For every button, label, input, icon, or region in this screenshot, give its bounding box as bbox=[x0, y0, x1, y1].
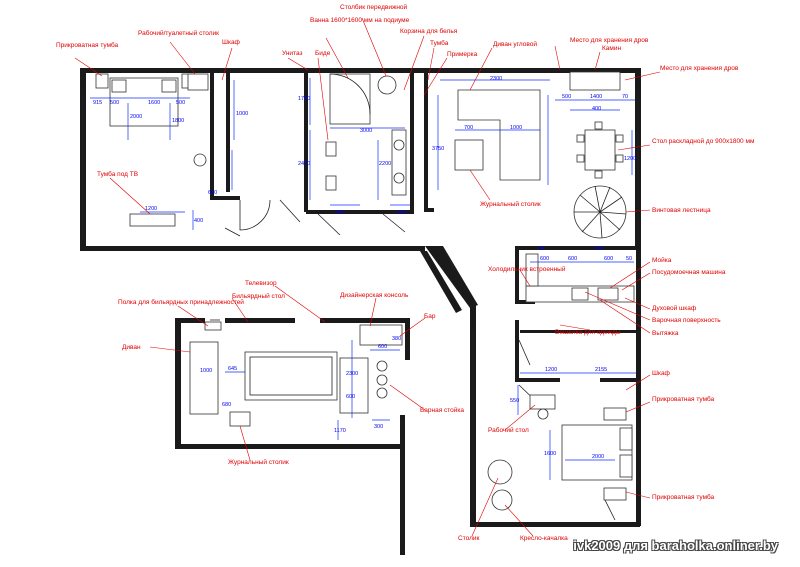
dim-50: 50 bbox=[538, 246, 544, 252]
dim-1200c: 1200 bbox=[545, 367, 557, 373]
label-holodilnik: Холодильник встроенный bbox=[488, 265, 566, 273]
label-prikrovatnaya-tumba-3: Прикроватная тумба bbox=[652, 493, 715, 501]
dim-1000c: 1000 bbox=[200, 368, 212, 374]
label-vytyazhka: Вытяжка bbox=[652, 330, 679, 337]
dim-1000: 1000 bbox=[236, 111, 248, 117]
dim-600b: 600 bbox=[397, 210, 406, 216]
label-rabochy-stol: Рабочий стол bbox=[488, 426, 529, 434]
dim-2400: 2400 bbox=[298, 161, 310, 167]
dim-3750: 3750 bbox=[432, 146, 444, 152]
dim-600f: 600 bbox=[378, 344, 387, 350]
dim-1400: 1400 bbox=[590, 94, 602, 100]
watermark: ivk2009 для baraholka.onliner.by bbox=[573, 538, 778, 553]
label-zhurnalny-stolik-2: Журнальный столик bbox=[228, 458, 289, 466]
label-veshalka: Вешалка для одежды bbox=[555, 329, 621, 336]
dim-1700: 1700 bbox=[298, 96, 310, 102]
dimension-lines bbox=[90, 78, 636, 480]
label-divan: Диван bbox=[122, 344, 141, 351]
label-stolbik: Столбик передвижной bbox=[340, 3, 408, 11]
dim-680: 680 bbox=[222, 402, 231, 408]
label-primerka: Примерка bbox=[447, 51, 478, 58]
label-mesto-drov-1: Место для хранения дров bbox=[570, 37, 649, 44]
dim-3000: 3000 bbox=[360, 128, 372, 134]
dim-600c: 600 bbox=[540, 256, 549, 262]
label-prikrovatnaya-tumba-1: Прикроватная тумба bbox=[56, 41, 119, 49]
label-korzina: Корзина для белья bbox=[400, 27, 458, 35]
dim-915: 915 bbox=[93, 100, 102, 106]
label-tumba: Тумба bbox=[430, 39, 449, 47]
label-unitaz: Унитаз bbox=[282, 50, 303, 57]
walls bbox=[80, 68, 641, 555]
dim-500c: 500 bbox=[562, 94, 571, 100]
label-kamin: Камин bbox=[602, 45, 622, 52]
label-kreslo: Кресло-качалка bbox=[520, 535, 568, 542]
label-mesto-drov-2: Место для хранения дров bbox=[660, 65, 739, 72]
dim-500b: 500 bbox=[176, 100, 185, 106]
label-televizor: Телевизор bbox=[245, 280, 277, 287]
dim-1200b: 1200 bbox=[624, 156, 636, 162]
dim-600g: 600 bbox=[346, 394, 355, 400]
label-bar: Бар bbox=[424, 313, 436, 320]
label-posudomoechnaya: Посудомоечная машина bbox=[652, 269, 726, 276]
dim-1000b: 1000 bbox=[510, 125, 522, 131]
leader-lines bbox=[74, 17, 661, 537]
windows bbox=[82, 69, 639, 550]
dim-600a: 600 bbox=[208, 190, 217, 196]
label-dizaynerskaya-konsol: Дизайнерская консоль bbox=[340, 291, 409, 299]
dim-250: 250 bbox=[335, 210, 344, 216]
label-tumba-tv: Тумба под ТВ bbox=[97, 170, 138, 178]
label-stol-raskladnoy: Стол раскладной до 900х1800 мм bbox=[652, 137, 755, 145]
label-zhurnalny-stolik-1: Журнальный столик bbox=[480, 200, 541, 208]
dim-600e: 600 bbox=[604, 256, 613, 262]
dimension-labels: 915 500 1600 500 1800 2000 1000 600 1200… bbox=[93, 76, 636, 460]
dim-1170: 1170 bbox=[334, 428, 346, 434]
dim-2155: 2155 bbox=[595, 367, 607, 373]
dim-2300b: 2300 bbox=[346, 371, 358, 377]
label-bilyardny-stol: Бильярдный стол bbox=[232, 292, 285, 300]
dim-2000b: 2000 bbox=[592, 454, 604, 460]
label-duhovoy-shkaf: Духовой шкаф bbox=[652, 304, 697, 312]
dim-700: 700 bbox=[464, 125, 473, 131]
dim-50b: 50 bbox=[626, 256, 632, 262]
dim-645: 645 bbox=[228, 366, 237, 372]
label-prikrovatnaya-tumba-2: Прикроватная тумба bbox=[652, 395, 715, 403]
label-vanna: Ванна 1600*1600 мм на подиуме bbox=[310, 17, 410, 24]
dim-400: 400 bbox=[194, 218, 203, 224]
dim-1800: 1800 bbox=[172, 118, 184, 124]
room-labels: Прикроватная тумба Рабочий/туалетный сто… bbox=[56, 3, 755, 542]
dim-2000: 2000 bbox=[130, 114, 142, 120]
label-divan-uglovoy: Диван угловой bbox=[493, 40, 537, 48]
label-barnaya-stoyka: Барная стойка bbox=[420, 406, 464, 414]
dim-1600b: 1600 bbox=[544, 451, 556, 457]
dim-2300: 2300 bbox=[490, 76, 502, 82]
label-polka-kiy: Полка для бильярдных принадлежностей bbox=[118, 298, 244, 306]
dim-600d: 600 bbox=[568, 256, 577, 262]
furniture bbox=[95, 71, 635, 511]
label-rabochy-stolik: Рабочий/туалетный столик bbox=[138, 29, 219, 37]
dim-1200a: 1200 bbox=[145, 206, 157, 212]
label-varochnaya: Варочная поверхность bbox=[652, 317, 721, 324]
label-mojka: Мойка bbox=[652, 256, 672, 264]
label-shkaf-1: Шкаф bbox=[222, 39, 241, 46]
dim-1600: 1600 bbox=[148, 100, 160, 106]
dim-70: 70 bbox=[622, 94, 628, 100]
dim-380: 380 bbox=[392, 336, 401, 342]
label-shkaf-2: Шкаф bbox=[652, 370, 671, 377]
label-vintovaya-lestnica: Винтовая лестница bbox=[652, 207, 711, 214]
dim-300: 300 bbox=[374, 424, 383, 430]
dim-550: 550 bbox=[510, 398, 519, 404]
dim-2200: 2200 bbox=[379, 161, 391, 167]
dim-150: 150 bbox=[594, 246, 603, 252]
dim-400b: 400 bbox=[592, 106, 601, 112]
label-bide: Биде bbox=[315, 50, 331, 57]
label-stolik: Столик bbox=[458, 535, 479, 542]
dim-500a: 500 bbox=[110, 100, 119, 106]
